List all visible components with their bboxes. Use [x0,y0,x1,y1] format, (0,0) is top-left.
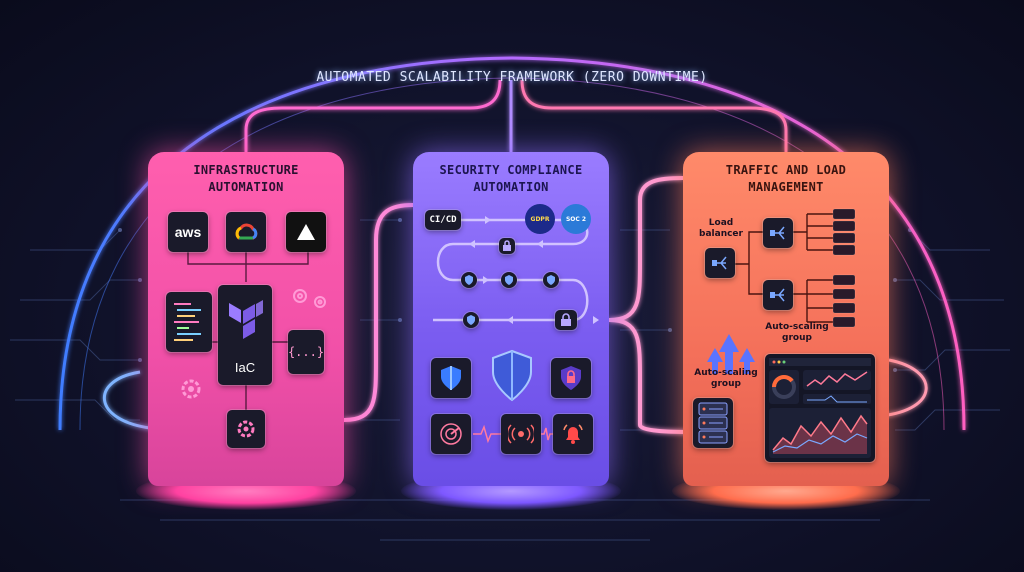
pillar-title-security: SECURITY COMPLIANCE AUTOMATION [439,163,583,194]
triangle-logo [286,212,326,252]
radar-icon [431,414,471,454]
lock-node-icon [499,238,515,254]
aws-logo: aws [168,212,208,252]
shield-node-icon [501,272,517,288]
settings-gear-icon [181,379,201,399]
top-connectors [244,79,788,152]
gdpr-badge: GDPR [525,204,555,234]
server-stack-icon [693,398,733,448]
shield-lock-icon [551,358,591,398]
auto-scaling-group-label: Auto-scaling group [765,322,829,343]
gears-icon [293,289,326,308]
pulse-line [473,424,501,444]
load-balancer-icon [705,248,735,278]
monitoring-dashboard [765,354,875,462]
right-swoosh [879,358,928,418]
signal-monitor-icon [501,414,541,454]
framework-title: AUTOMATED SCALABILITY FRAMEWORK (ZERO DO… [316,70,708,85]
security-shield-icon [431,358,471,398]
framework-dome-arc [58,56,966,431]
pillar-title-infrastructure: INFRASTRUCTURE AUTOMATION [193,163,299,194]
pillar-infrastructure-automation: INFRASTRUCTURE AUTOMATION aws [148,152,344,486]
shield-node-icon [461,272,477,288]
load-balancing-tree [707,208,856,374]
config-file-icon: {...} [288,330,324,374]
flow-connectors [343,176,691,434]
lock-node-icon [555,310,577,330]
left-swoosh [102,370,220,430]
pipeline-automation-icon [227,410,265,448]
load-balancer-label: Load balancer [699,218,743,239]
router-icon [763,280,793,310]
shield-node-icon [543,272,559,288]
alarm-bell-icon [553,414,593,454]
cicd-badge: CI/CD [425,210,461,230]
google-cloud-logo [226,212,266,252]
pillar-security-compliance-automation: SECURITY COMPLIANCE AUTOMATION CI/CD GDP… [413,152,609,486]
auto-scaling-group-label: Auto-scaling group [694,368,758,389]
router-icon [763,218,793,248]
code-file-icon [166,292,212,352]
pillar-title-traffic: TRAFFIC AND LOAD MANAGEMENT [725,163,847,194]
main-shield-icon [492,349,532,402]
pillar-traffic-load-management: TRAFFIC AND LOAD MANAGEMENT Load balance… [683,152,889,486]
iac-terraform-icon: IaC [218,285,272,385]
soc2-badge: SOC 2 [561,204,591,234]
shield-node-icon [463,312,479,328]
